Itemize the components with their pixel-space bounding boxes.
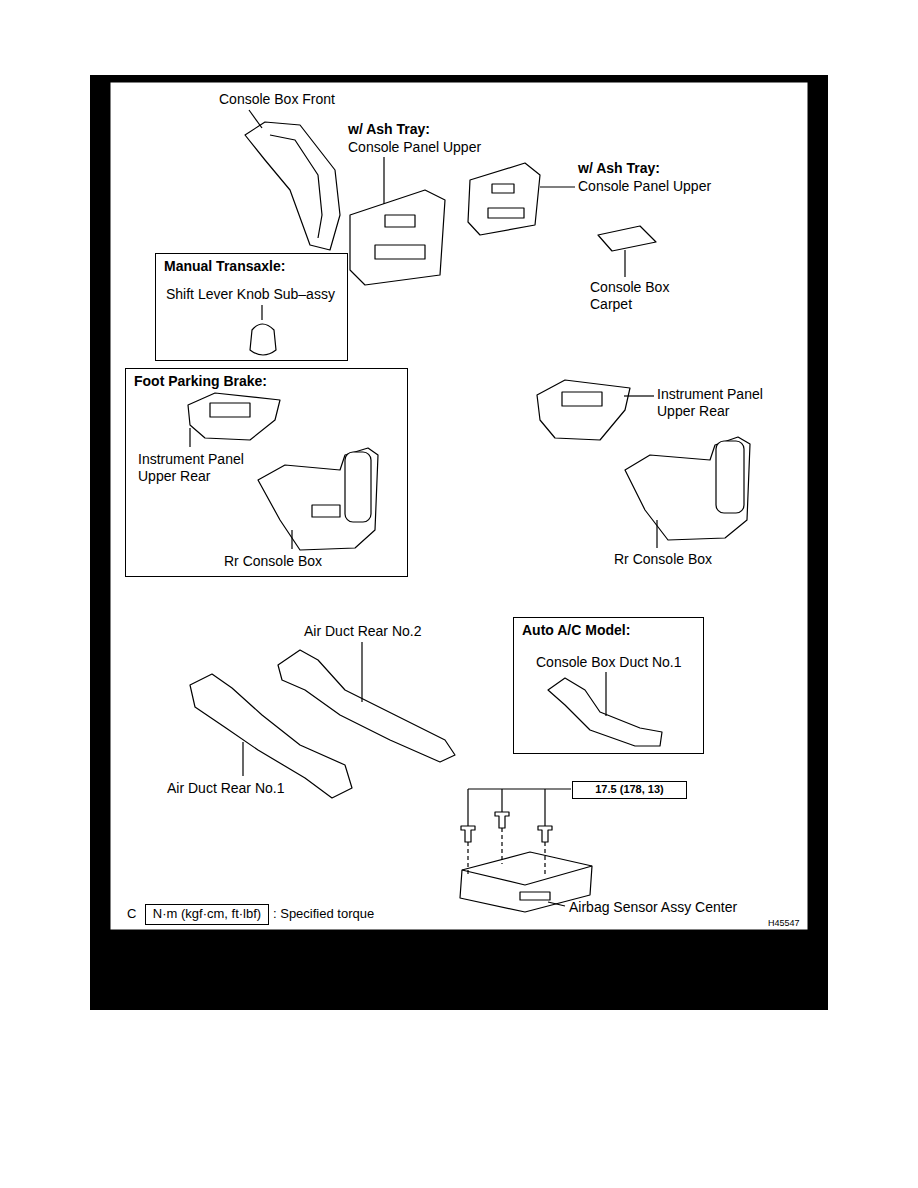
frame [110,82,808,930]
console-box-front-detail [270,135,322,238]
part-label: Rr Console Box [224,553,322,570]
console-box-duct-no1 [548,678,662,746]
sensor-connector [520,892,550,900]
part-label: Air Duct Rear No.2 [304,623,421,640]
ash-tray-lid [385,215,415,227]
bolt [495,812,509,828]
bolt [461,826,475,842]
ash-tray-lid [492,184,514,193]
leader-line [242,742,243,776]
leader-line [624,395,654,396]
page-ground [90,75,828,1010]
leader-line [540,186,575,187]
panel-opening [488,208,524,218]
instrument-panel-upper-rear [188,393,280,440]
panel-opening [210,403,250,417]
part-label: Instrument Panel Upper Rear [657,386,769,420]
option-box: Auto A/C Model: Console Box Duct No.1 [513,617,704,754]
option-box: Manual Transaxle: Shift Lever Knob Sub–as… [155,253,348,361]
torque-leader [501,789,502,812]
leader-line [383,157,384,204]
unit-box: N·m (kgf·cm, ft·lbf) [145,904,269,925]
option-note: w/ Ash Tray: [348,121,430,138]
console-panel-upper [468,163,540,235]
panel-opening [375,245,425,259]
part-label: Console Panel Upper [348,139,481,156]
part-label: Airbag Sensor Assy Center [569,899,737,916]
group-heading: Manual Transaxle: [164,258,285,275]
armrest [345,452,371,522]
armrest [716,441,744,513]
part-label: Console Box Carpet [590,279,676,313]
leader-line [605,672,606,716]
option-note: w/ Ash Tray: [578,160,660,177]
group-heading: Auto A/C Model: [522,622,630,639]
sensor-edge [462,866,592,885]
leader-line [656,520,657,548]
console-box-carpet [598,226,656,251]
torque-box: 17.5 (178, 13) [572,781,687,799]
torque-unit: N·m (kgf·cm, ft·lbf) [153,906,261,922]
leader-line [249,110,262,128]
bolt-axis [544,842,545,876]
rr-console-box [258,448,378,550]
option-box: Foot Parking Brake: Instrument Panel Uppe… [125,368,408,577]
leader-line [261,305,262,320]
console-box-front [245,122,340,250]
leader-line [361,642,362,702]
leader-line [291,530,292,549]
leader-line [624,250,625,277]
torque-leader [544,789,545,826]
bolt [538,826,552,842]
torque-leader [468,788,571,789]
part-label: Air Duct Rear No.1 [167,780,284,797]
figure-mark: C [127,906,136,922]
part-label: Console Box Front [219,91,335,108]
torque-leader [467,789,468,826]
leader-line [548,902,565,906]
rear-outlet [312,505,340,517]
bolt-axis [467,842,468,876]
legend-note: : Specified torque [273,906,374,922]
leader-line [189,428,190,447]
panel-opening [562,392,602,406]
figure-number: H45547 [768,918,800,929]
bolt-axis [501,828,502,864]
part-label: Instrument Panel Upper Rear [138,451,246,485]
instrument-panel-upper-rear [537,380,630,440]
part-label: Shift Lever Knob Sub–assy [166,286,335,303]
console-panel-upper [350,190,445,285]
part-label: Console Panel Upper [578,178,711,195]
air-duct-rear-no1 [190,674,352,798]
part-label: Console Box Duct No.1 [536,654,682,671]
group-heading: Foot Parking Brake: [134,373,267,390]
rr-console-box [625,437,750,540]
part-label: Rr Console Box [614,551,712,568]
torque-value: 17.5 (178, 13) [595,783,664,796]
shift-lever-knob [250,324,276,355]
air-duct-rear-no2 [278,650,455,762]
